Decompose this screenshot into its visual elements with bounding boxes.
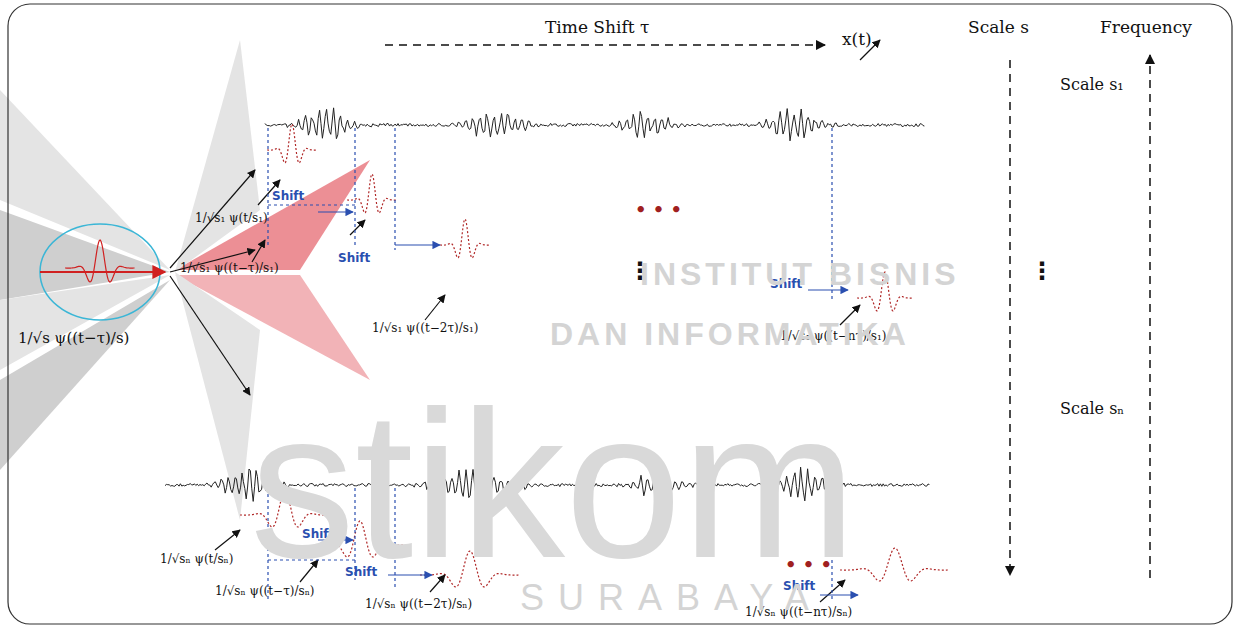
watermark: DAN INFORMATIKA bbox=[550, 318, 910, 350]
watermark: SURABAYA bbox=[520, 580, 823, 616]
formula: 1/√sₙ ψ(t/sₙ) bbox=[160, 553, 233, 566]
signal-name: x(t) bbox=[842, 30, 872, 49]
shift-label: Shift bbox=[272, 190, 304, 203]
scale-label: Scale sₙ bbox=[1060, 400, 1124, 418]
formula: 1/√s₁ ψ(t/s₁) bbox=[195, 212, 268, 225]
wavelet-trace bbox=[65, 240, 135, 282]
ellipsis: ⋮ bbox=[1030, 258, 1054, 284]
scale-label: Scale s₁ bbox=[1060, 76, 1124, 94]
watermark: stikom bbox=[250, 380, 857, 590]
axis-title: Frequency bbox=[1100, 18, 1192, 37]
formula: 1/√s ψ((t−τ)/s) bbox=[18, 330, 129, 347]
axis-title: Scale s bbox=[968, 18, 1029, 37]
formula: 1/√s₁ ψ((t−2τ)/s₁) bbox=[372, 322, 478, 335]
signal-trace bbox=[265, 108, 924, 141]
wavelet-trace bbox=[267, 124, 317, 163]
axis-title: Time Shift τ bbox=[545, 18, 649, 37]
ellipsis: • • • bbox=[635, 200, 682, 220]
shift-label: Shift bbox=[338, 252, 370, 265]
formula: 1/√s₁ ψ((t−τ)/s₁) bbox=[180, 262, 279, 275]
watermark: INSTITUT BISNIS bbox=[640, 258, 960, 290]
wavelet-trace bbox=[440, 219, 490, 258]
formula: 1/√sₙ ψ((t−2τ)/sₙ) bbox=[365, 598, 472, 611]
direction-arrow bbox=[40, 271, 165, 273]
frame bbox=[8, 4, 1232, 624]
